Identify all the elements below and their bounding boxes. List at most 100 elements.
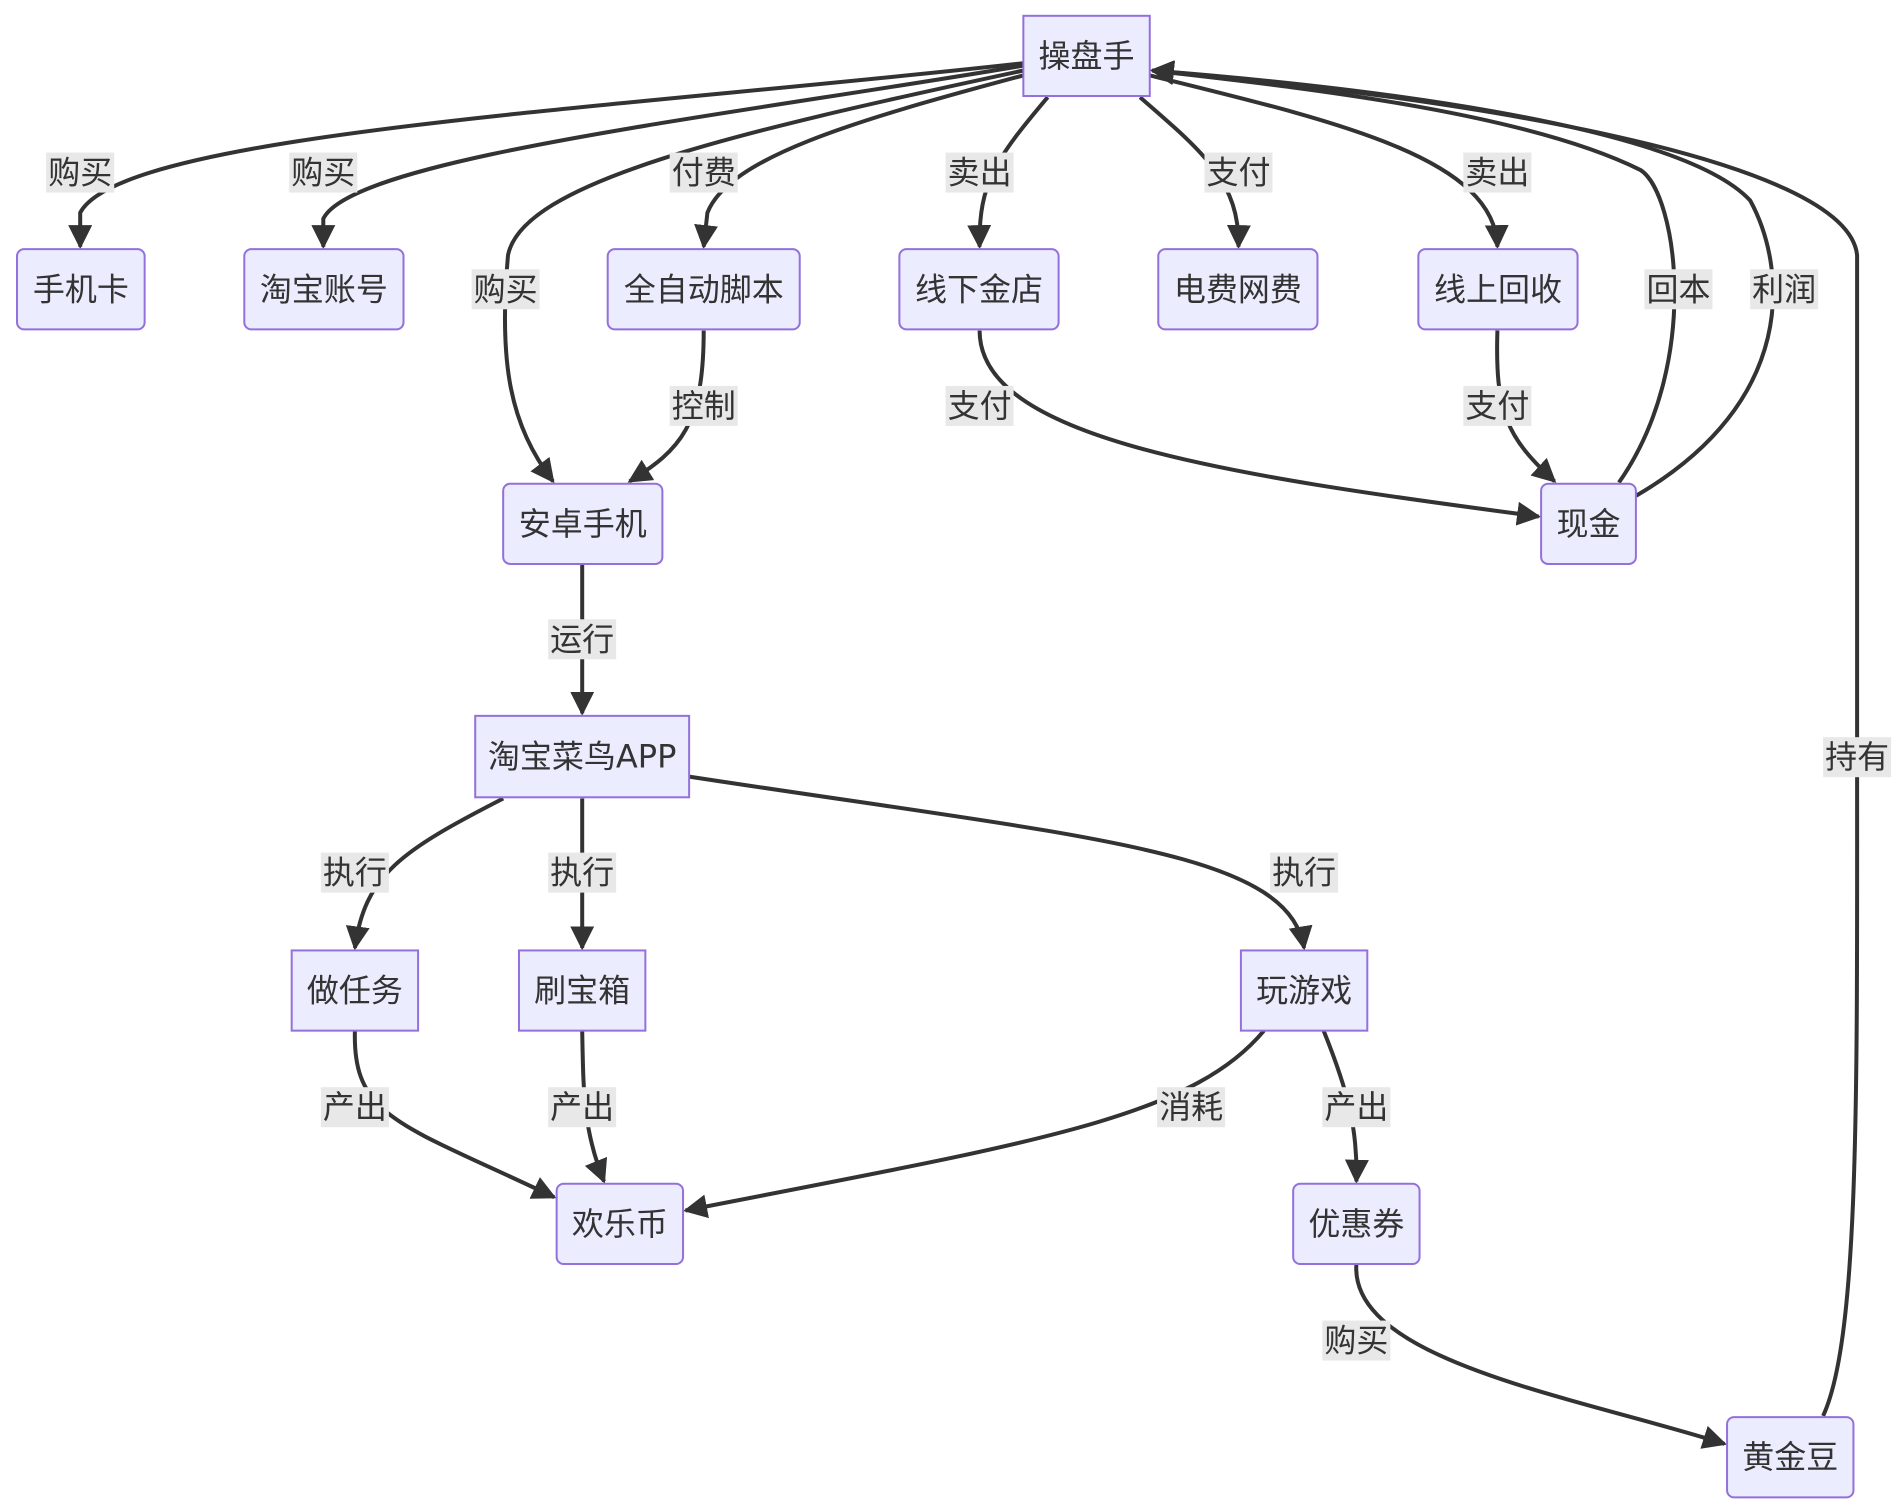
node-label: 线上回收 (1434, 270, 1562, 308)
edge-label: 支付 (945, 385, 1014, 426)
edge-label-background (320, 852, 389, 893)
node-box (474, 714, 691, 799)
edge-wanyouxi-to-huanlebi (683, 1029, 1266, 1219)
node-box (16, 248, 146, 331)
node-box (606, 248, 801, 331)
edge-label: 产出 (548, 1087, 617, 1128)
edge-label-background (1322, 1087, 1391, 1128)
edge-label-text: 执行 (550, 854, 614, 892)
node-huangjindou: 黄金豆 (1726, 1416, 1855, 1499)
edge-label: 执行 (1270, 852, 1339, 893)
edge-label: 产出 (1322, 1087, 1391, 1128)
edge-label-text: 产出 (1324, 1088, 1388, 1126)
node-taobaozhanghao: 淘宝账号 (243, 248, 405, 331)
node-youhuiquan: 优惠券 (1292, 1182, 1421, 1266)
edge-label-background (945, 385, 1014, 426)
node-box (1540, 482, 1637, 565)
node-dianfeiwangfei: 电费网费 (1157, 248, 1319, 331)
node-box (1157, 248, 1319, 331)
edge-label-text: 购买 (48, 154, 112, 192)
edge-label-background (1463, 385, 1532, 426)
node-label: 电费网费 (1174, 270, 1302, 308)
edge-labels-layer: 购买购买购买付费卖出支付卖出回本利润持有控制支付支付运行执行执行执行产出产出消耗… (46, 152, 1892, 1361)
node-label: 优惠券 (1308, 1205, 1404, 1243)
edge-label-background (46, 152, 115, 193)
edge-label: 支付 (1463, 385, 1532, 426)
edge-label-background (1463, 152, 1532, 193)
edge-label-text: 利润 (1752, 270, 1816, 308)
edge-label-background (1157, 1087, 1226, 1128)
edge-label-text: 购买 (474, 270, 538, 308)
edge-caopanshou-to-shoujika (68, 61, 1024, 250)
edge-label-background (1644, 269, 1713, 310)
edge-label-background (669, 385, 738, 426)
edge-caopanshou-to-taobaozhanghao (311, 63, 1024, 250)
edge-label: 利润 (1750, 269, 1819, 310)
edge-label: 付费 (669, 152, 738, 193)
node-label: 淘宝账号 (260, 270, 388, 308)
edge-label-text: 支付 (1206, 154, 1270, 192)
edge-label: 持有 (1823, 737, 1892, 778)
node-label: 现金 (1556, 505, 1620, 543)
edge-zuorenwu-to-huanlebi (352, 1030, 557, 1200)
edge-label-text: 购买 (1324, 1322, 1388, 1360)
edge-label: 回本 (1644, 269, 1713, 310)
edge-youhuiquan-to-huangjindou (1354, 1263, 1727, 1449)
edge-label-text: 控制 (672, 387, 736, 425)
node-xianxiajindian: 线下金店 (898, 248, 1060, 331)
edge-label-text: 产出 (550, 1088, 614, 1126)
node-box (898, 248, 1060, 331)
edge-label: 卖出 (945, 152, 1014, 193)
edge-label: 购买 (1322, 1320, 1391, 1361)
node-label: 操盘手 (1039, 37, 1135, 75)
edge-label-text: 卖出 (1465, 154, 1529, 192)
node-box (1292, 1182, 1421, 1266)
edge-quanzidongjiaoben-to-anzhuoshouji (627, 330, 706, 483)
node-box (1417, 248, 1579, 331)
node-shoujika: 手机卡 (16, 248, 146, 331)
edge-label-text: 卖出 (948, 154, 1012, 192)
edge-label: 购买 (289, 152, 358, 193)
edge-xianjin-to-caopanshou (1149, 61, 1677, 484)
edge-label-background (548, 852, 617, 893)
edge-xianxiajindian-to-xianjin (977, 330, 1542, 526)
edge-label-text: 持有 (1825, 738, 1889, 776)
edge-label: 执行 (320, 852, 389, 893)
edge-label-text: 支付 (948, 387, 1012, 425)
edge-caopanshou-to-quanzidongjiaoben (694, 73, 1024, 250)
edge-label-text: 付费 (672, 154, 736, 192)
edge-label-background (945, 152, 1014, 193)
edge-taobaocainiao-to-wanyouxi (688, 774, 1313, 951)
edge-huangjindou-to-caopanshou (1149, 60, 1860, 1417)
node-box (502, 482, 664, 565)
node-shuabaoxiang: 刷宝箱 (517, 949, 647, 1032)
node-label: 欢乐币 (572, 1205, 668, 1243)
node-label: 淘宝菜鸟APP (488, 738, 677, 776)
node-box (517, 949, 647, 1032)
edge-label-text: 回本 (1646, 270, 1710, 308)
node-label: 黄金豆 (1742, 1438, 1838, 1476)
node-wanyouxi: 玩游戏 (1239, 949, 1369, 1032)
node-taobaocainiao: 淘宝菜鸟APP (474, 714, 691, 799)
node-label: 手机卡 (33, 270, 129, 308)
edge-label-background (1270, 852, 1339, 893)
node-box (555, 1182, 685, 1266)
edge-label: 控制 (669, 385, 738, 426)
edge-label-background (471, 269, 540, 310)
edge-label-background (548, 619, 617, 660)
edge-taobaocainiao-to-zuorenwu (345, 796, 505, 951)
node-quanzidongjiaoben: 全自动脚本 (606, 248, 801, 331)
node-box (290, 949, 420, 1032)
edge-label-text: 消耗 (1159, 1088, 1223, 1126)
node-label: 做任务 (307, 972, 403, 1010)
node-huanlebi: 欢乐币 (555, 1182, 685, 1266)
node-box (1239, 949, 1369, 1032)
node-box (243, 248, 405, 331)
edge-label-text: 执行 (323, 854, 387, 892)
edge-label-background (669, 152, 738, 193)
nodes-layer: 操盘手手机卡淘宝账号全自动脚本线下金店电费网费线上回收安卓手机现金淘宝菜鸟APP… (16, 14, 1855, 1499)
edge-label-text: 运行 (550, 620, 614, 658)
edge-label-background (1322, 1320, 1391, 1361)
edge-label-background (289, 152, 358, 193)
